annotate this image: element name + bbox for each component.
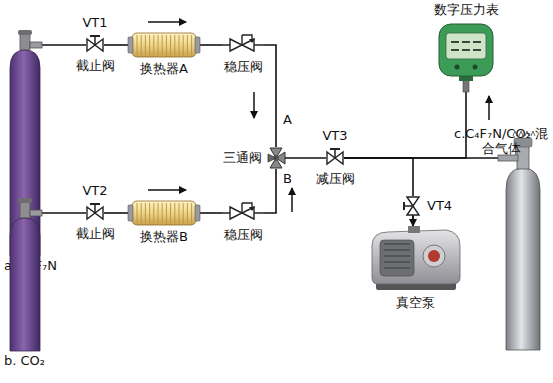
mixed-gas-cylinder-icon [498,128,548,350]
component-label: 截止阀 [76,59,115,74]
gas-pipe [285,157,326,159]
shutoff-valve: VT2截止阀 [86,203,104,223]
component-label: 换热器B [140,230,188,245]
regulator-valve: 稳压阀 [222,34,264,56]
component-label: 换热器A [140,62,188,77]
component-label: 减压阀 [316,172,355,187]
gas-pipe [42,212,86,214]
component-label: b. CO₂ [4,354,45,369]
port-label: B [282,172,293,187]
gas-cylinder-icon [8,196,42,351]
vacuum-pump: 真空泵 [368,226,463,292]
component-label: VT4 [427,199,452,214]
component-label: 稳压阀 [224,228,263,243]
port-label: A [282,113,293,128]
heat-exchanger-icon [128,32,200,58]
component-label: 稳压阀 [224,60,263,75]
component-label: VT2 [82,184,107,199]
component-label: 数字压力表 [434,3,499,18]
flow-arrow [148,189,186,191]
component-label: VT3 [322,129,347,144]
gas-pipe [42,44,86,46]
component-label: 截止阀 [76,227,115,242]
component-label: c.C₄F₇N/CO₂ 混合气体 [451,127,551,157]
gas-pipe [264,45,276,147]
pressure-reducing-valve: VT3减压阀 [326,148,344,168]
regulator-valve: 稳压阀 [222,202,264,224]
mixed-gas-cylinder: c.C₄F₇N/CO₂ 混合气体 [498,128,548,350]
heat-exchanger: 换热器B [128,200,200,226]
gas-pipe [200,212,222,214]
vacuum-valve-icon [404,196,422,216]
regulator-valve-icon [222,34,264,56]
digital-pressure-gauge: 数字压力表 [437,22,495,92]
vacuum-pump-icon [368,226,463,292]
shutoff-valve-icon [86,35,104,55]
component-label: VT1 [82,16,107,31]
shutoff-valve: VT1截止阀 [86,35,104,55]
flow-arrow [253,92,255,118]
gas-pipe [264,169,276,213]
regulator-valve-icon [222,202,264,224]
gas-cylinder: b. CO₂ [8,196,42,351]
component-label: 真空泵 [396,296,435,311]
flow-arrow [488,96,490,120]
pressure-reducing-valve-icon [326,148,344,168]
three-way-valve: 三通阀 [267,147,285,169]
gas-pipe [344,92,466,158]
gas-pipe [104,44,128,46]
digital-pressure-gauge-icon [437,22,495,92]
gas-pipe [104,212,128,214]
flow-arrow [148,21,186,23]
component-label: 三通阀 [223,151,262,166]
vacuum-valve: VT4 [404,196,422,216]
flow-arrow [412,215,414,226]
shutoff-valve-icon [86,203,104,223]
gas-pipe [412,216,414,226]
gas-pipe [200,44,222,46]
flow-arrow [291,188,293,212]
heat-exchanger-icon [128,200,200,226]
heat-exchanger: 换热器A [128,32,200,58]
three-way-valve-icon [267,147,285,169]
